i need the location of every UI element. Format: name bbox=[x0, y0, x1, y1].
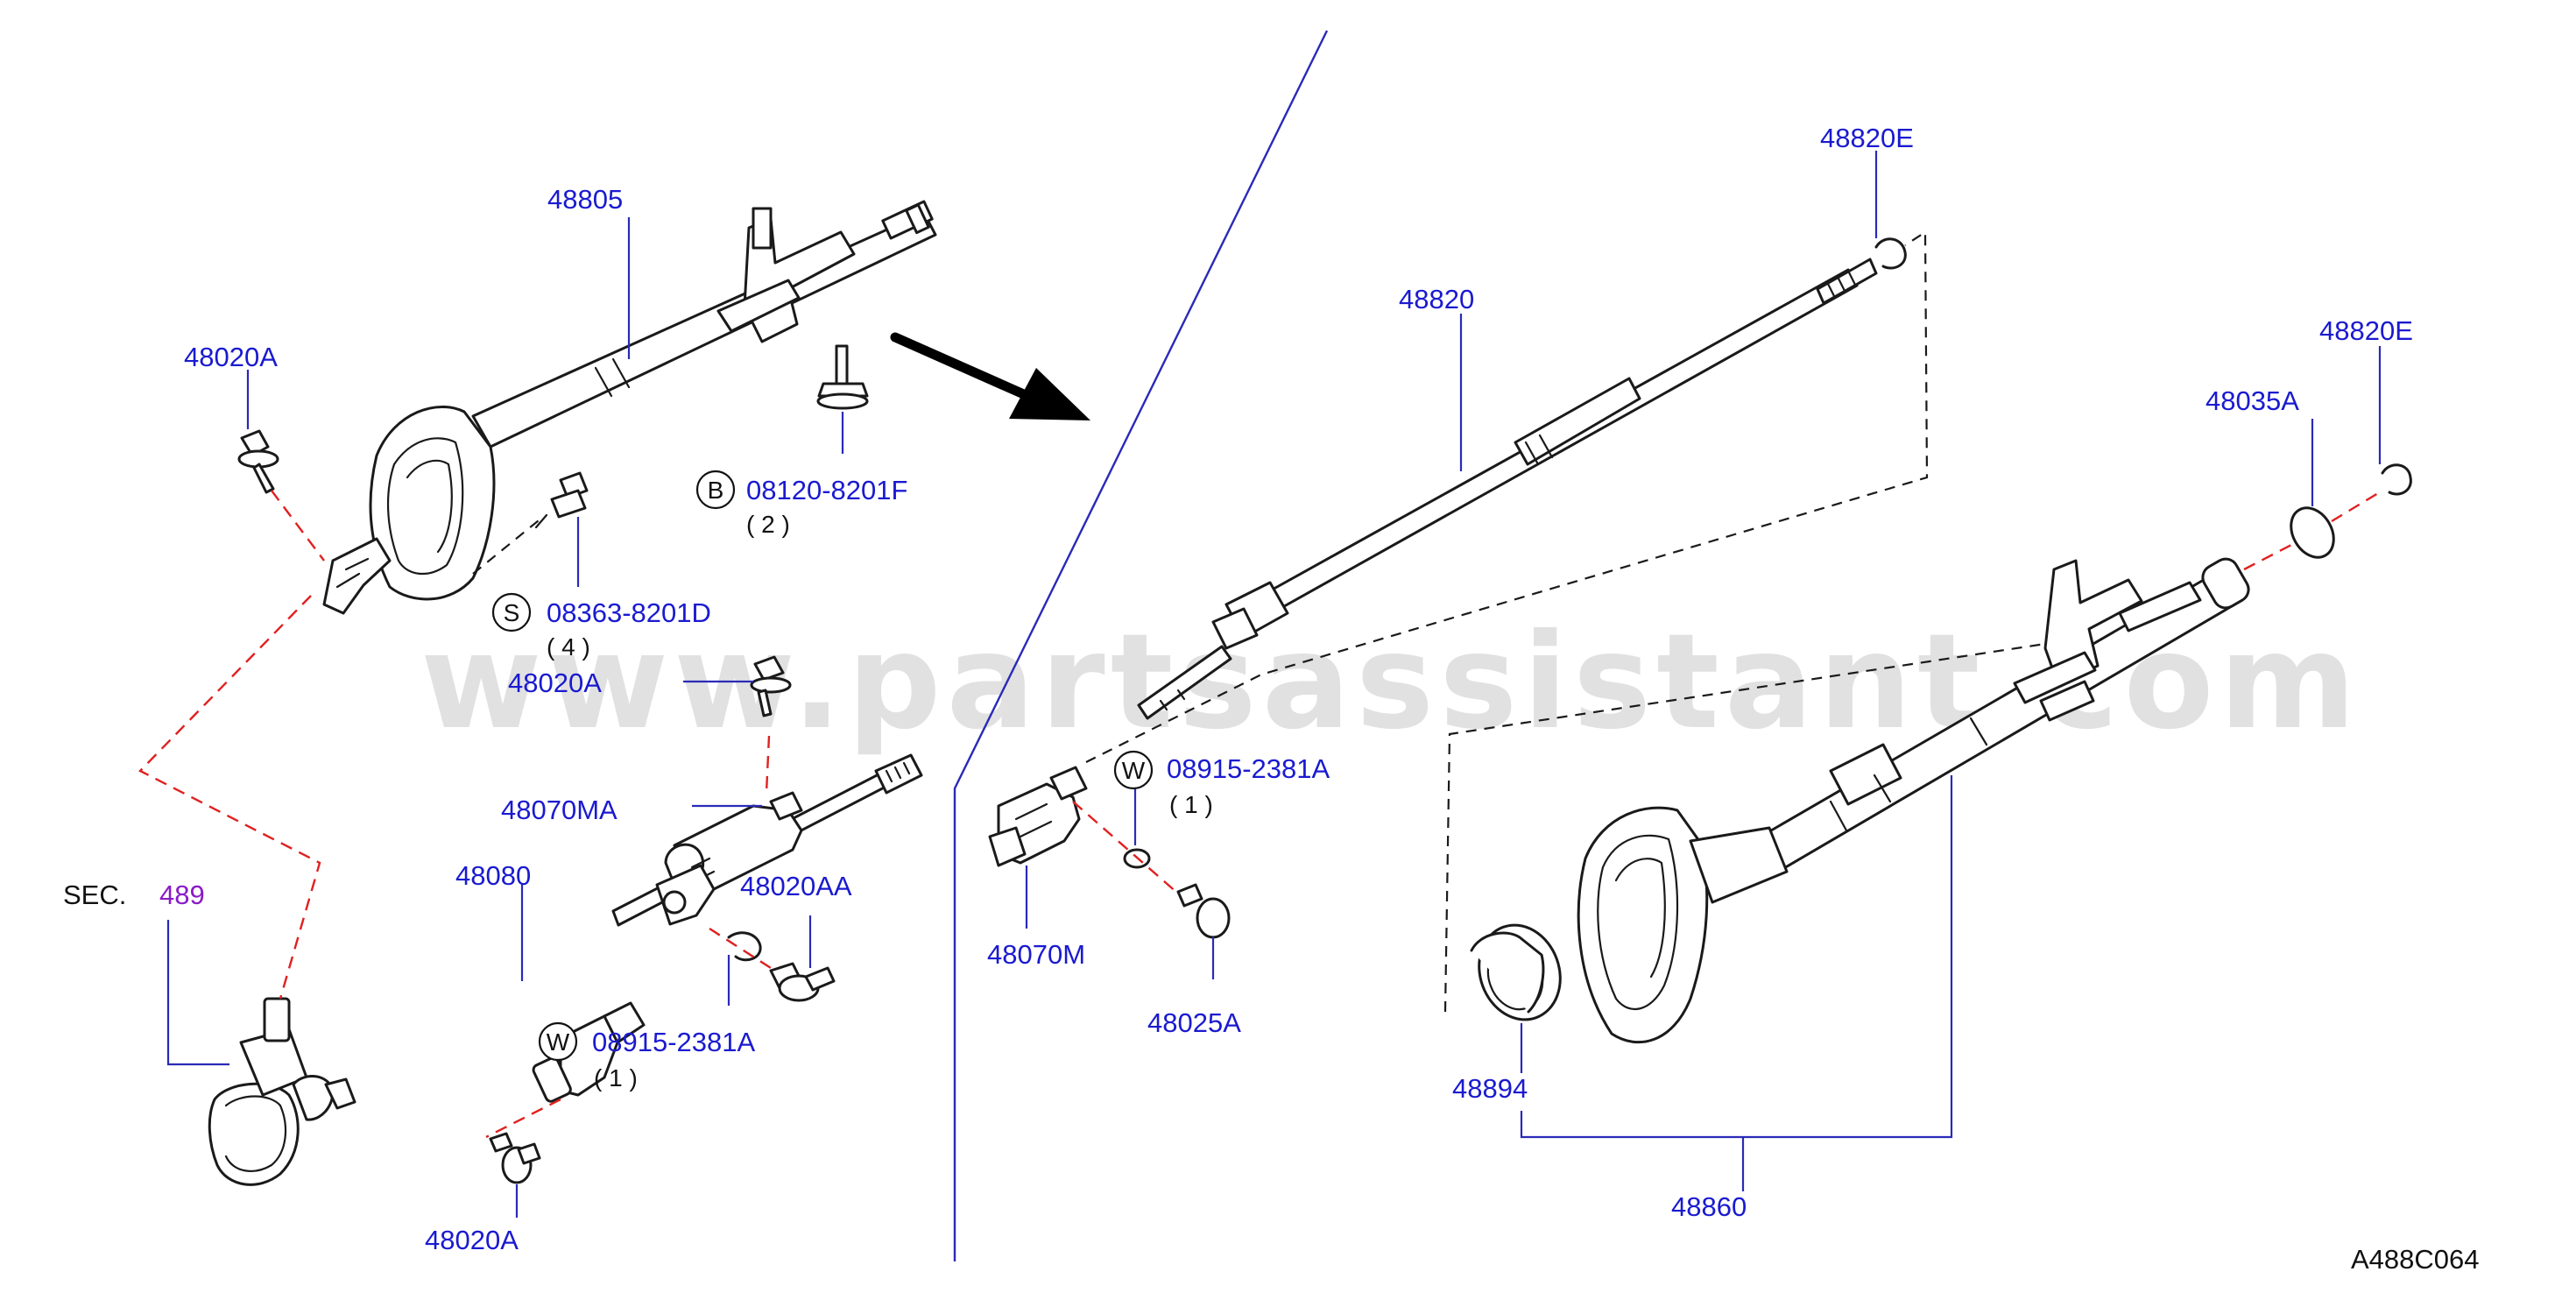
label-08915-right-qty: ( 1 ) bbox=[1169, 791, 1213, 818]
direction-arrow-icon bbox=[890, 332, 1090, 420]
label-48894: 48894 bbox=[1452, 1073, 1528, 1104]
label-sec-prefix: SEC. bbox=[63, 880, 126, 910]
label-48820: 48820 bbox=[1399, 284, 1474, 314]
upper-column-assembly-48805 bbox=[322, 200, 937, 615]
callout-w-08915-left: W 08915-2381A ( 1 ) bbox=[538, 1021, 755, 1092]
assembly-line-red-mid bbox=[765, 735, 771, 794]
section-reference: SEC. 489 bbox=[63, 880, 205, 910]
assembly-line-black-bolt bbox=[472, 516, 544, 575]
assembly-line-red-bottom bbox=[485, 1098, 561, 1139]
label-48070MA: 48070MA bbox=[501, 795, 618, 825]
bolt-48020A-bottom bbox=[489, 1132, 541, 1184]
bolt-48020AA bbox=[769, 962, 836, 1002]
joint-48070MA-lower bbox=[655, 864, 716, 926]
bolt-08120-8201F bbox=[816, 344, 869, 410]
label-08915-2381A-right: 08915-2381A bbox=[1167, 753, 1330, 784]
bolt-48025A bbox=[1176, 883, 1231, 939]
bolt-48020A-mid bbox=[750, 655, 792, 717]
callout-letter-w-right: W bbox=[1122, 757, 1146, 784]
callout-letter-b: B bbox=[708, 477, 724, 504]
callout-w-08915-right: W 08915-2381A ( 1 ) bbox=[1113, 750, 1330, 818]
leader-sec489 bbox=[166, 920, 229, 1066]
callout-circle-w-left bbox=[538, 1021, 578, 1062]
diagram-code: A488C064 bbox=[2351, 1244, 2480, 1275]
retaining-ring-48820E-right bbox=[2381, 463, 2412, 496]
retaining-ring-48820E-top bbox=[1874, 237, 1907, 270]
label-08363-qty: ( 4 ) bbox=[547, 633, 590, 661]
washer-08915-2381A-left bbox=[727, 931, 762, 962]
callout-b-08120: B 08120-8201F ( 2 ) bbox=[695, 470, 907, 538]
label-48025A: 48025A bbox=[1147, 1007, 1241, 1038]
label-48020AA: 48020AA bbox=[740, 871, 852, 901]
callout-circle-b bbox=[695, 470, 736, 510]
callout-letter-w-left: W bbox=[547, 1028, 570, 1056]
label-48020A-mid: 48020A bbox=[508, 668, 602, 698]
label-48080: 48080 bbox=[455, 860, 531, 891]
column-assembly-48860 bbox=[1577, 557, 2250, 1044]
callout-letter-s: S bbox=[504, 599, 520, 626]
label-48820E-right: 48820E bbox=[2319, 315, 2413, 346]
assembly-line-red-48035A bbox=[2243, 489, 2383, 571]
label-48820E-top: 48820E bbox=[1820, 123, 1914, 153]
label-48860: 48860 bbox=[1671, 1191, 1747, 1222]
assembly-line-black-shaft bbox=[1085, 230, 1929, 763]
joint-48070M bbox=[988, 766, 1088, 867]
label-48020A-bottom: 48020A bbox=[425, 1225, 519, 1255]
leader-48860 bbox=[1520, 775, 1953, 1191]
label-08363-8201D: 08363-8201D bbox=[547, 597, 711, 628]
bolt-48020A-top bbox=[237, 429, 279, 494]
callout-circle-s bbox=[491, 592, 532, 632]
label-48070M: 48070M bbox=[987, 939, 1085, 970]
assembly-line-red-upper bbox=[271, 490, 325, 562]
bolt-08363-8201D bbox=[534, 471, 589, 529]
bearing-48894 bbox=[1470, 923, 1562, 1021]
label-08120-8201F: 08120-8201F bbox=[746, 475, 907, 505]
assembly-line-black-column bbox=[1443, 642, 2046, 1013]
label-sec-489: 489 bbox=[159, 880, 205, 910]
assembly-line-red-washer bbox=[709, 927, 772, 970]
assembly-line-red-48025A bbox=[1072, 801, 1179, 894]
seal-48035A bbox=[2290, 506, 2335, 559]
shaft-48820 bbox=[1137, 258, 1878, 720]
assembly-line-red-sec489 bbox=[138, 595, 321, 1000]
label-48020A-top: 48020A bbox=[184, 342, 278, 372]
label-08915-left-qty: ( 1 ) bbox=[594, 1064, 638, 1092]
callout-s-08363: S 08363-8201D ( 4 ) bbox=[491, 592, 711, 661]
label-08915-2381A-left: 08915-2381A bbox=[592, 1027, 755, 1057]
label-48035A: 48035A bbox=[2205, 385, 2299, 416]
label-08120-qty: ( 2 ) bbox=[746, 511, 790, 538]
callout-circle-w-right bbox=[1113, 750, 1154, 790]
label-48805: 48805 bbox=[547, 184, 623, 215]
section-divider-line bbox=[953, 30, 1329, 1261]
steering-gear-sec489 bbox=[208, 997, 356, 1186]
